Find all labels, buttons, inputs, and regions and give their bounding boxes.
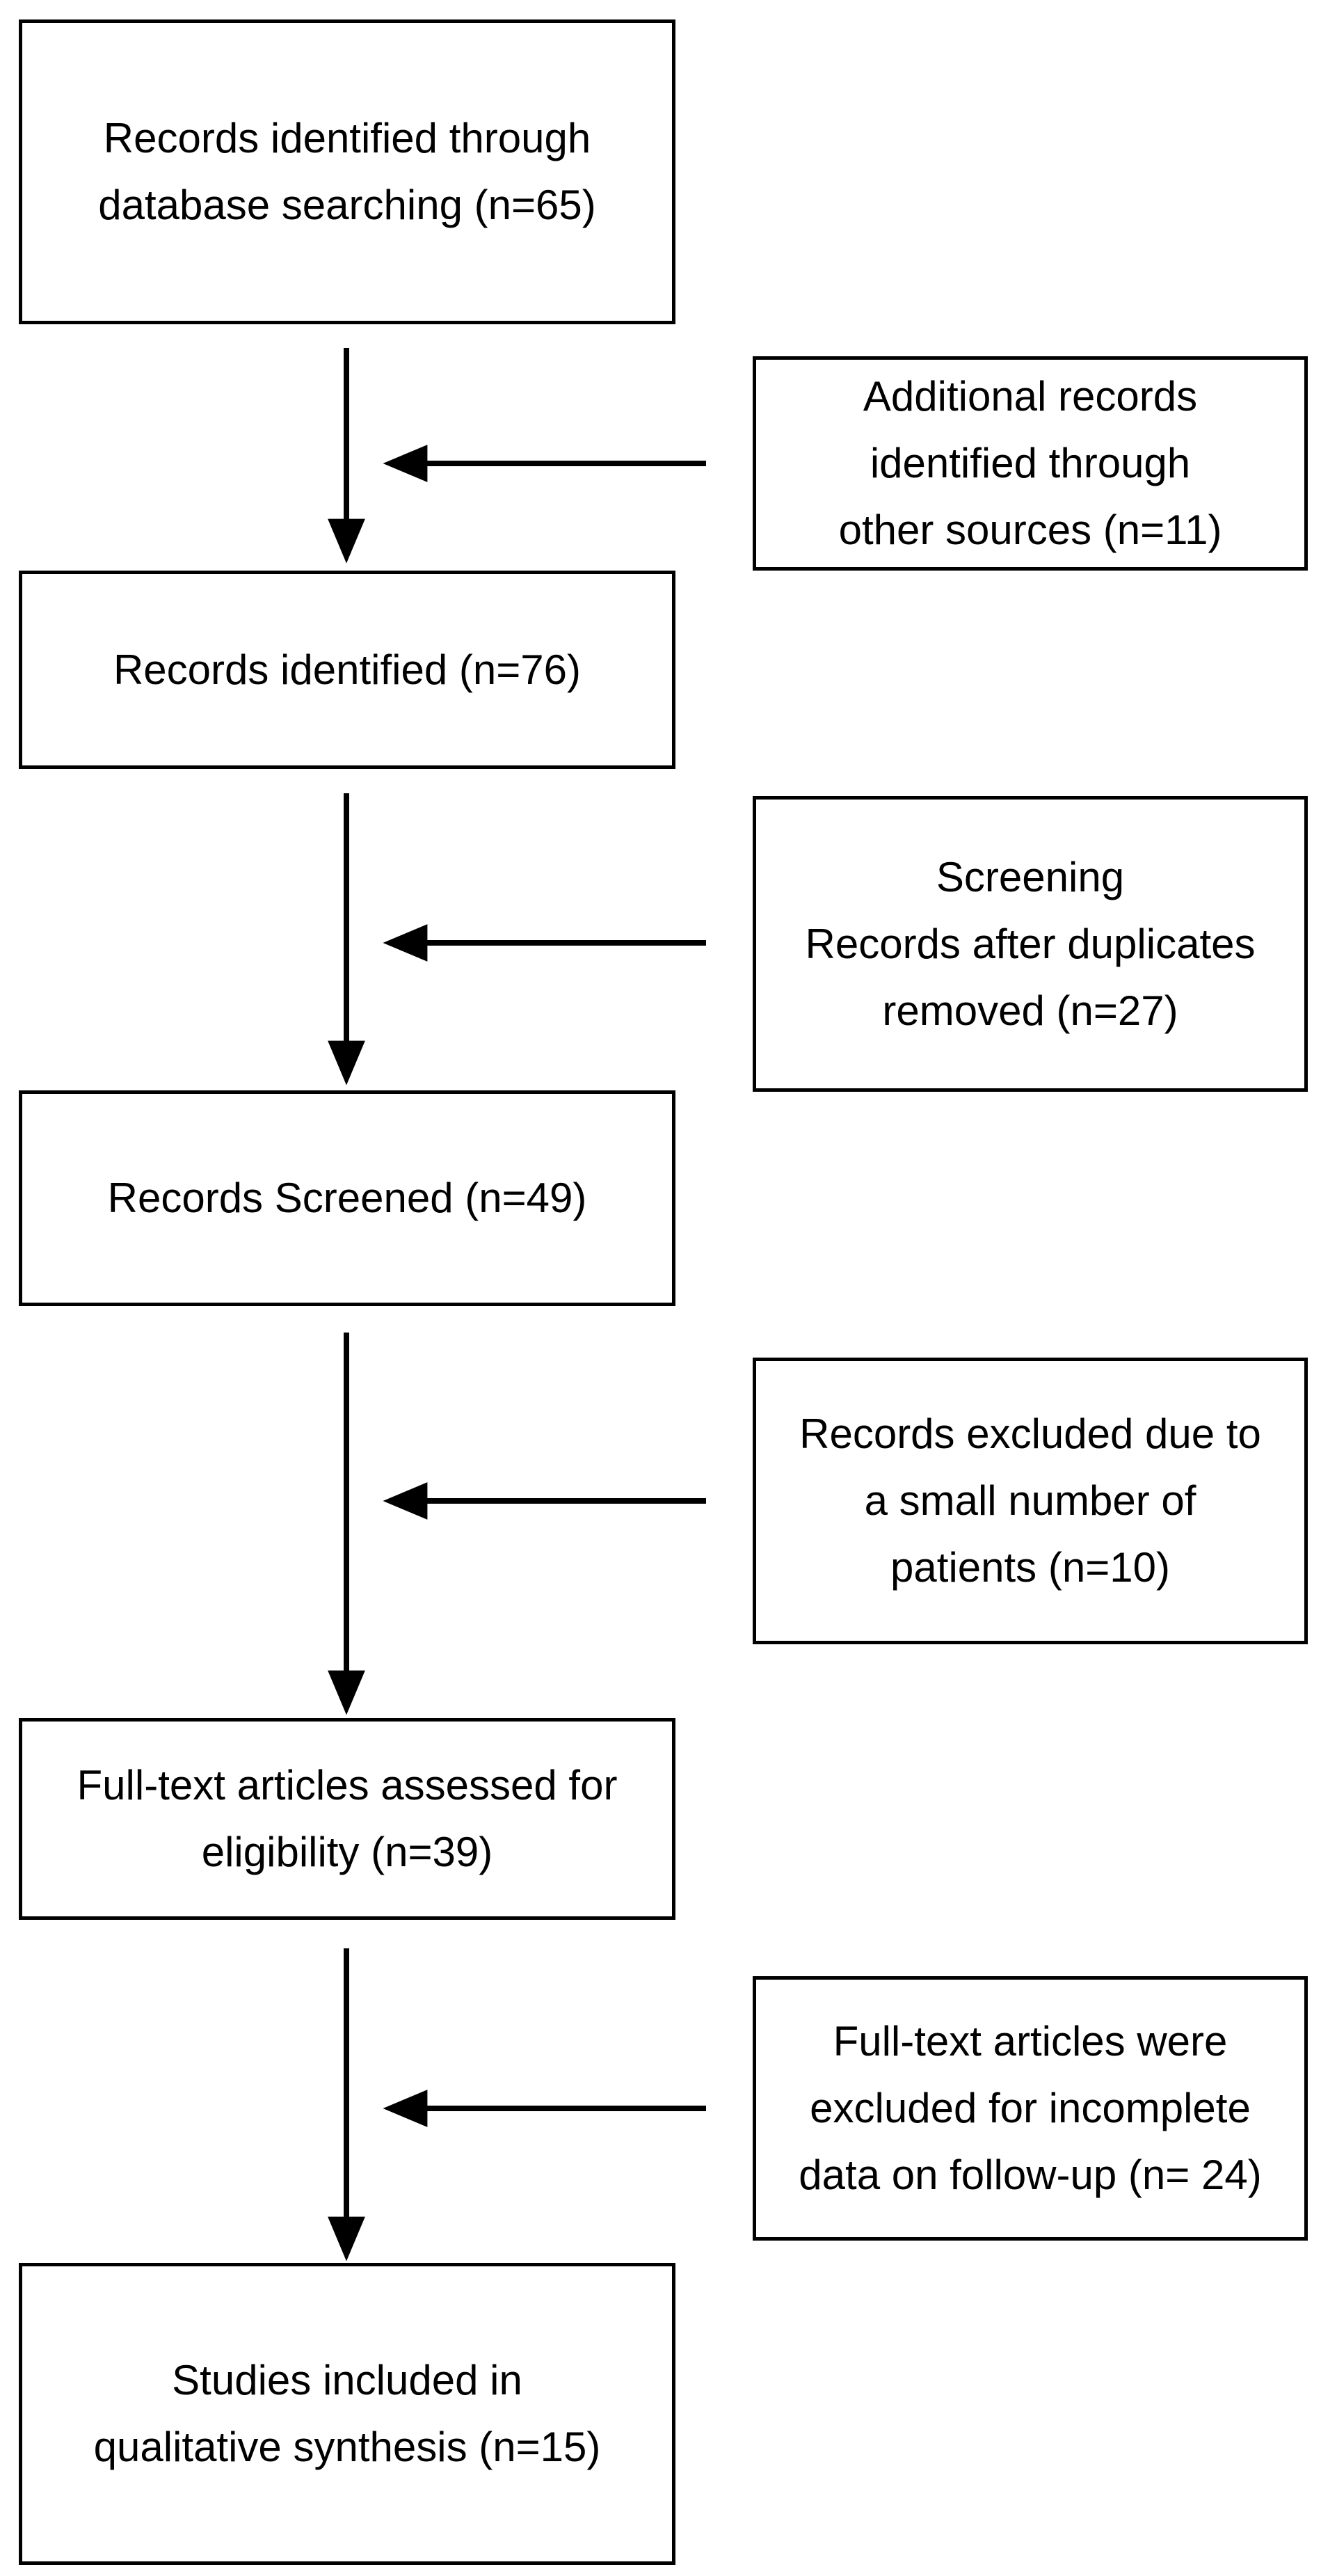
records-screened-box: Records Screened (n=49) — [19, 1090, 675, 1306]
studies-included-label: Studies included in qualitative synthesi… — [93, 2357, 601, 2470]
fulltext-excluded-box: Full-text articles were excluded for inc… — [753, 1976, 1308, 2241]
fulltext-assessed-label: Full-text articles assessed for eligibil… — [77, 1762, 618, 1875]
records-identified-database-label: Records identified through database sear… — [98, 115, 596, 228]
records-excluded-box: Records excluded due to a small number o… — [753, 1358, 1308, 1644]
additional-records-label: Additional records identified through ot… — [838, 373, 1222, 553]
records-identified-label: Records identified (n=76) — [113, 646, 582, 693]
additional-records-box: Additional records identified through ot… — [753, 356, 1308, 571]
records-screened-label: Records Screened (n=49) — [107, 1175, 587, 1221]
records-identified-box: Records identified (n=76) — [19, 571, 675, 769]
duplicates-removed-label: Screening Records after duplicates remov… — [805, 853, 1256, 1034]
records-identified-database-box: Records identified through database sear… — [19, 19, 675, 324]
studies-included-box: Studies included in qualitative synthesi… — [19, 2263, 675, 2565]
fulltext-assessed-box: Full-text articles assessed for eligibil… — [19, 1718, 675, 1920]
duplicates-removed-box: Screening Records after duplicates remov… — [753, 796, 1308, 1092]
fulltext-excluded-label: Full-text articles were excluded for inc… — [799, 2018, 1262, 2198]
records-excluded-label: Records excluded due to a small number o… — [799, 1410, 1261, 1591]
